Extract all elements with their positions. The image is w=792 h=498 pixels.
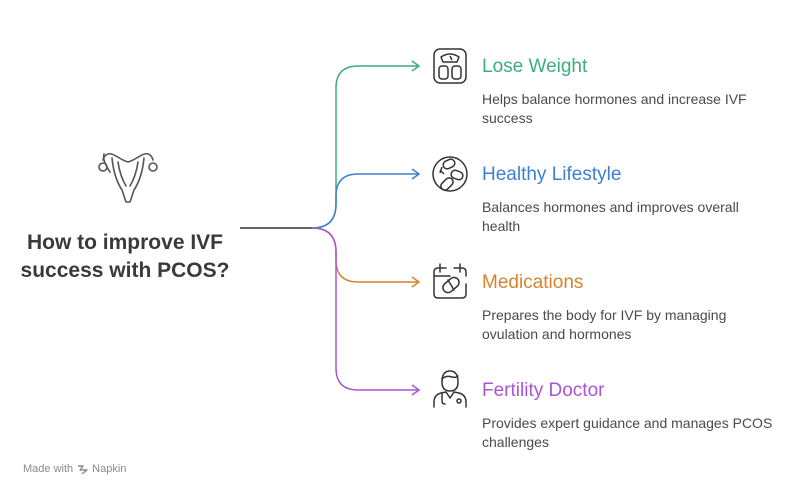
item-desc-healthy-lifestyle: Balances hormones and improves overall h… [482,199,739,234]
item-desc-fertility-doctor: Provides expert guidance and manages PCO… [482,415,773,450]
item-title-lose-weight: Lose Weight [482,56,588,77]
calendar-pill-icon [433,263,467,299]
uterus-icon [98,152,158,203]
item-desc-medications: Prepares the body for IVF by managing ov… [482,307,727,342]
arrowhead-icon [411,60,421,72]
made-with-label: Made with [23,463,74,475]
connector-healthy-lifestyle [311,173,418,229]
central-title: How to improve IVF success with PCOS? [20,231,230,282]
item-title-fertility-doctor: Fertility Doctor [482,380,605,401]
napkin-logo-icon [78,464,88,475]
connector-medications [311,227,418,283]
item-title-healthy-lifestyle: Healthy Lifestyle [482,164,622,185]
doctor-icon [433,370,467,408]
connectors [240,60,421,396]
item-desc-lose-weight: Helps balance hormones and increase IVF … [482,91,747,126]
connector-lose-weight [311,65,418,229]
napkin-brand-label: Napkin [92,463,127,475]
item-title-medications: Medications [482,272,584,293]
connector-fertility-doctor [311,227,418,391]
pills-icon [432,156,468,192]
arrowhead-icon [411,276,421,288]
arrowhead-icon [411,168,421,180]
footer-credit: Made with Napkin [23,463,126,475]
arrowhead-icon [411,384,421,396]
scale-icon [433,48,467,84]
